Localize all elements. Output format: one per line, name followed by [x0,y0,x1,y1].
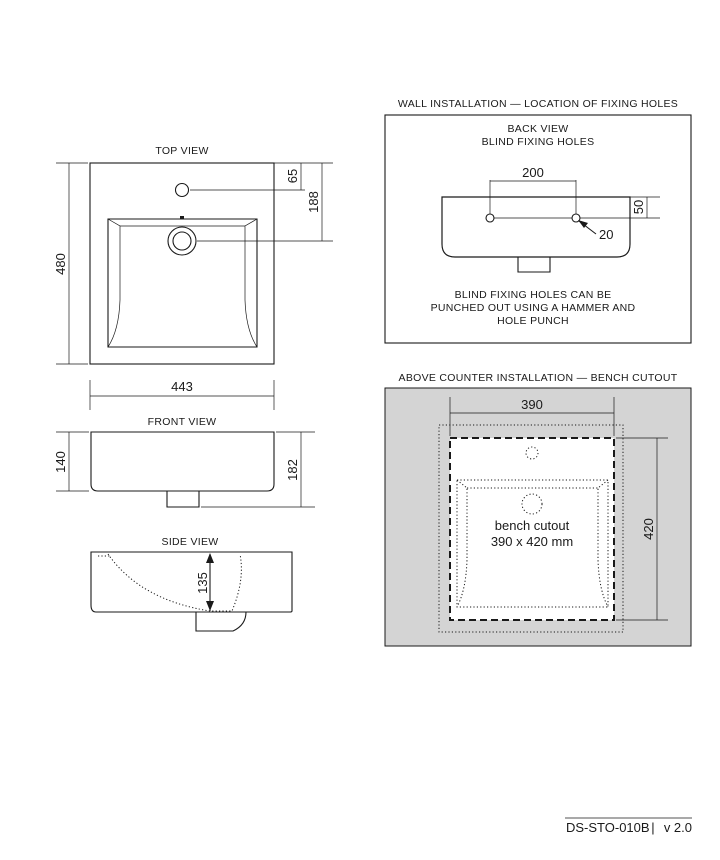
side-view-bowl-hidden [107,553,242,612]
front-view-basin [90,431,275,492]
top-view-waste-inner [172,231,192,251]
back-view-waste-outlet [517,257,551,273]
dim-135-arrow-top [206,553,214,563]
back-view-title: BACK VIEW [507,123,568,135]
dim-443-label: 443 [171,379,193,394]
wall-note-line3: HOLE PUNCH [497,315,569,327]
back-view-basin [441,196,631,258]
back-view-subtitle: BLIND FIXING HOLES [482,136,595,148]
dim-480-label: 480 [53,253,68,275]
top-view-basin-outline [89,162,275,365]
dim-135-arrow-bottom [206,601,214,611]
side-view-basin [90,551,293,613]
bench-cutout-area [450,438,614,620]
dim-188-label: 188 [306,191,321,213]
dim-20-label: 20 [599,227,613,242]
dim-182-label: 182 [285,459,300,481]
top-view-overflow [180,216,184,219]
dim-390-label: 390 [521,397,543,412]
counter-installation-title: ABOVE COUNTER INSTALLATION — BENCH CUTOU… [399,372,678,384]
dim-200-label: 200 [522,165,544,180]
dim-135-label: 135 [195,572,210,594]
top-view-bowl-outline [107,218,258,348]
top-view-waste-outer [167,226,197,256]
top-view-title: TOP VIEW [155,145,208,157]
footer-separator: | [651,820,654,835]
dim-420-label: 420 [641,518,656,540]
front-view-waste-outlet [166,491,200,508]
dim-65-label: 65 [285,169,300,183]
side-view-waste-outlet [195,611,247,632]
side-view: SIDE VIEW 135 [90,536,293,632]
top-view-bowl-left-curve [107,218,121,348]
top-view-bowl-right-curve [244,218,258,348]
wall-installation-frame [384,114,692,344]
front-view-title: FRONT VIEW [148,416,217,428]
dim-20-arrow [578,220,588,228]
counter-basin-outline [438,424,624,633]
counter-waste [521,493,543,515]
bench-cutout-label: bench cutout [495,518,570,533]
top-view: TOP VIEW 480 443 65 188 [53,145,333,410]
dim-50-label: 50 [631,200,646,214]
wall-note-line1: BLIND FIXING HOLES CAN BE [455,289,612,301]
wall-note-line2: PUNCHED OUT USING A HAMMER AND [431,302,636,314]
bench-cutout-line [449,437,615,621]
counter-tap-hole [525,446,539,460]
side-view-title: SIDE VIEW [162,536,219,548]
bench-cutout-size: 390 x 420 mm [491,534,573,549]
top-view-tap-hole [174,182,190,198]
counter-installation-panel: ABOVE COUNTER INSTALLATION — BENCH CUTOU… [384,372,692,647]
dim-140-label: 140 [53,451,68,473]
footer-version: v 2.0 [664,820,692,835]
footer: DS-STO-010B | v 2.0 [565,817,692,835]
footer-doc-code: DS-STO-010B [566,820,650,835]
wall-installation-panel: WALL INSTALLATION — LOCATION OF FIXING H… [384,98,692,344]
front-view: FRONT VIEW 140 182 [53,416,315,508]
wall-installation-title: WALL INSTALLATION — LOCATION OF FIXING H… [398,98,678,110]
